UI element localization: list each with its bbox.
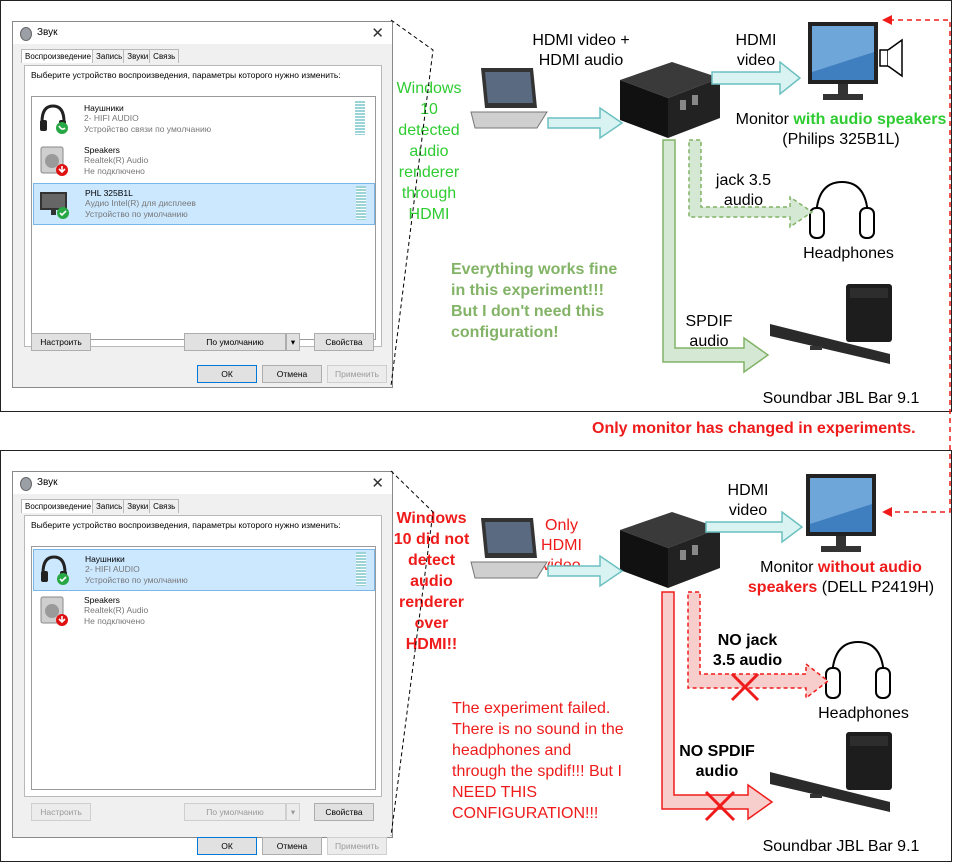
hdmi-out-arrow xyxy=(712,62,800,94)
jack-arrow xyxy=(688,592,828,698)
connector-arrowhead xyxy=(882,507,892,517)
hdmi-in-arrow xyxy=(548,556,622,586)
laptop-icon xyxy=(471,68,547,128)
headphones-icon xyxy=(810,182,874,238)
hdmi-out-arrow xyxy=(706,512,802,542)
soundbar-icon xyxy=(770,732,892,812)
connector-arrowhead xyxy=(882,15,892,25)
monitor-icon xyxy=(808,22,878,100)
jack-arrow xyxy=(689,140,812,227)
spdif-arrow xyxy=(662,592,772,819)
loudspeaker-icon xyxy=(880,40,902,76)
dialog-callout-lines xyxy=(391,20,433,836)
soundbar-icon xyxy=(770,284,892,364)
laptop-icon xyxy=(471,518,547,578)
hdmi-splitter-icon xyxy=(620,512,720,588)
hdmi-in-arrow xyxy=(548,108,622,138)
hdmi-splitter-icon xyxy=(620,62,720,138)
spdif-arrow xyxy=(663,140,768,372)
monitor-icon xyxy=(806,474,876,552)
headphones-icon xyxy=(826,642,890,698)
monitor-change-connector xyxy=(889,20,950,512)
